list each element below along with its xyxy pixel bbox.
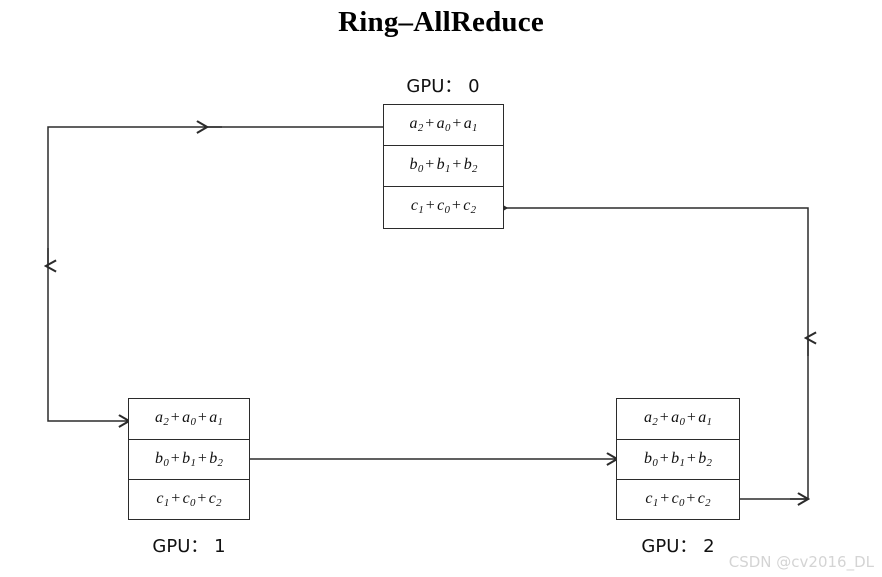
gpu-0-row-a[interactable]: a2+a0+a1	[384, 105, 503, 146]
gpu-2-row-b[interactable]: b0+b1+b2	[617, 440, 739, 480]
gpu-2-label: GPU： 2	[641, 536, 715, 557]
gpu-1-label: GPU： 1	[152, 536, 226, 557]
watermark: CSDN @cv2016_DL	[728, 553, 874, 571]
gpu-0-box[interactable]: a2+a0+a1 b0+b1+b2 c1+c0+c2	[383, 104, 504, 229]
gpu-2-row-c[interactable]: c1+c0+c2	[617, 480, 739, 519]
gpu-1-box[interactable]: a2+a0+a1 b0+b1+b2 c1+c0+c2	[128, 398, 250, 520]
gpu-1-row-a[interactable]: a2+a0+a1	[129, 399, 249, 440]
gpu-0-expr-b: b0+b1+b2	[409, 156, 478, 176]
gpu-1-row-c[interactable]: c1+c0+c2	[129, 480, 249, 519]
gpu-2-expr-a: a2+a0+a1	[644, 409, 712, 429]
gpu-1-expr-a: a2+a0+a1	[155, 409, 223, 429]
gpu-0-label: GPU： 0	[406, 76, 480, 97]
gpu-1-row-b[interactable]: b0+b1+b2	[129, 440, 249, 480]
page-title: Ring–AllReduce	[338, 6, 544, 38]
connection-gpu0-a-to-gpu1-a	[48, 127, 383, 421]
gpu-0-expr-a: a2+a0+a1	[409, 115, 478, 135]
gpu-2-expr-b: b0+b1+b2	[644, 449, 712, 470]
gpu-1-expr-c: c1+c0+c2	[156, 489, 222, 510]
gpu-0-row-b[interactable]: b0+b1+b2	[384, 146, 503, 187]
gpu-1-expr-b: b0+b1+b2	[155, 449, 223, 470]
gpu-0-expr-c: c1+c0+c2	[410, 197, 477, 217]
gpu-2-expr-c: c1+c0+c2	[645, 489, 711, 510]
gpu-2-box[interactable]: a2+a0+a1 b0+b1+b2 c1+c0+c2	[616, 398, 740, 520]
gpu-2-row-a[interactable]: a2+a0+a1	[617, 399, 739, 440]
gpu-0-row-c[interactable]: c1+c0+c2	[384, 187, 503, 227]
